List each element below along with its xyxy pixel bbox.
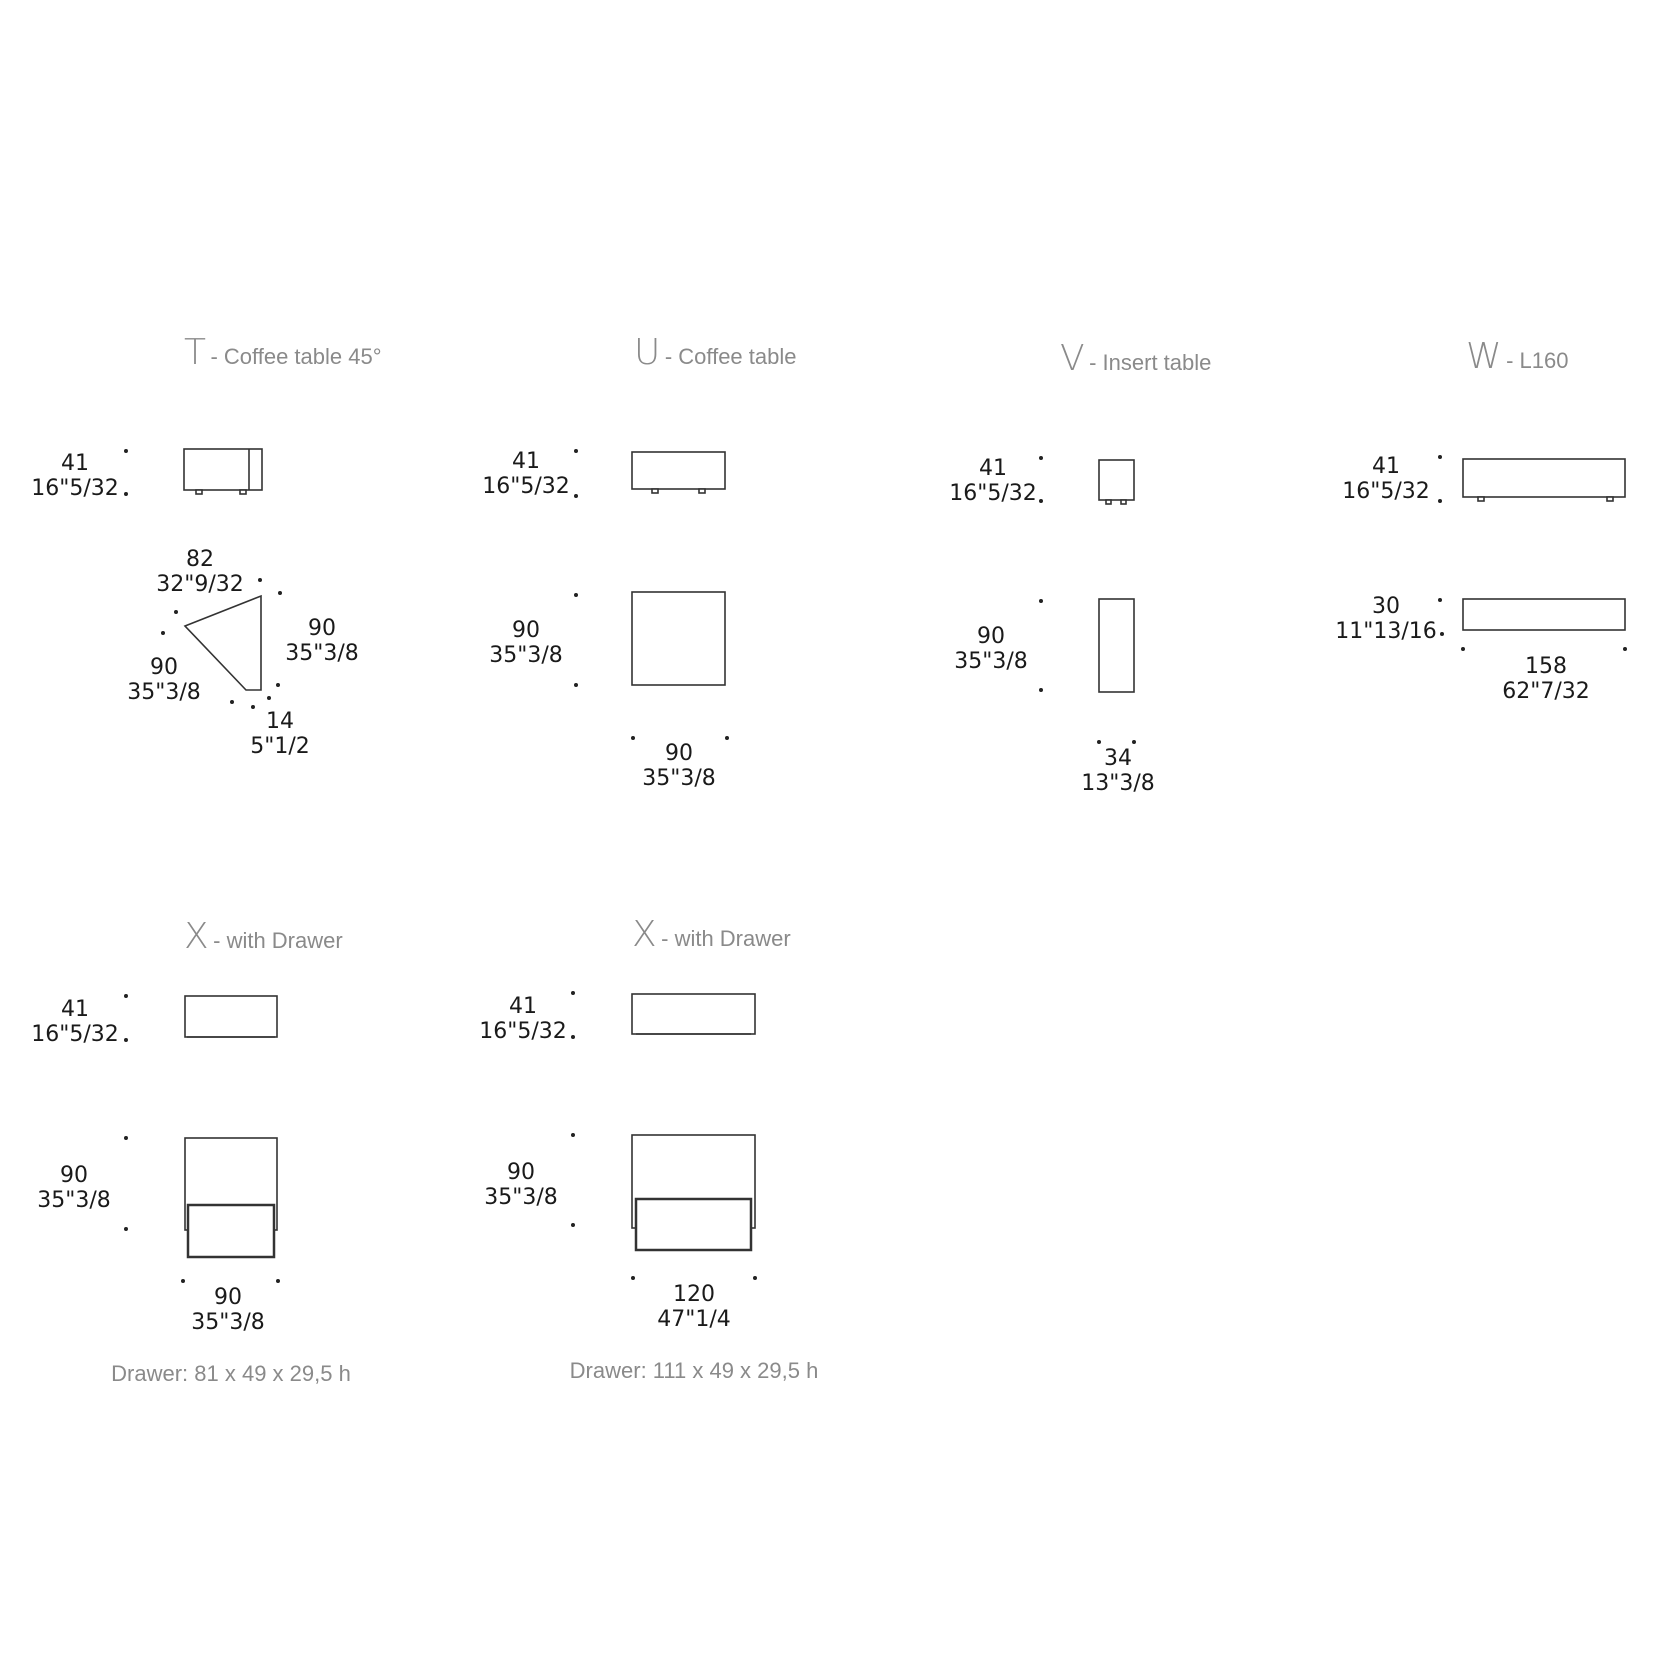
t-top-edge-in: 32"9/32: [156, 572, 244, 597]
w-elevation: [1462, 458, 1626, 502]
title-v: V - Insert table: [1060, 338, 1211, 379]
x1-height-label: 41 16"5/32: [31, 997, 119, 1047]
x1-height-in: 16"5/32: [31, 1022, 119, 1047]
v-elevation: [1098, 459, 1135, 505]
t-left-edge-label: 90 35"3/8: [127, 655, 201, 705]
title-x2-letter: X: [632, 914, 657, 955]
title-x1-name: - with Drawer: [213, 928, 343, 953]
t-height-cm: 41: [61, 451, 89, 476]
w-plan: [1462, 598, 1626, 631]
t-top-edge-label: 82 32"9/32: [156, 547, 244, 597]
u-plan: [631, 591, 726, 686]
t-tip-cm: 14: [266, 709, 294, 734]
x1-width-label: 90 35"3/8: [191, 1285, 265, 1335]
t-tip-label: 14 5"1/2: [250, 709, 310, 759]
w-depth-label: 30 11"13/16: [1335, 594, 1437, 644]
u-width-in: 35"3/8: [642, 766, 716, 791]
x2-plan: [631, 1134, 756, 1252]
x1-depth-label: 90 35"3/8: [37, 1163, 111, 1213]
w-width-cm: 158: [1525, 654, 1567, 679]
x2-drawer-note: Drawer: 111 x 49 x 29,5 h: [569, 1358, 819, 1383]
u-depth-label: 90 35"3/8: [489, 618, 563, 668]
title-t-letter: T: [184, 332, 206, 373]
w-depth-cm: 30: [1371, 594, 1400, 619]
title-x2-name: - with Drawer: [661, 926, 791, 951]
u-height-in: 16"5/32: [482, 474, 570, 499]
title-w-name: - L160: [1506, 348, 1569, 373]
w-height-in: 16"5/32: [1342, 479, 1430, 504]
v-depth-in: 35"3/8: [954, 649, 1028, 674]
t-elevation: [183, 448, 263, 495]
t-tip-in: 5"1/2: [250, 734, 310, 759]
v-depth-label: 90 35"3/8: [954, 624, 1028, 674]
x1-height-cm: 41: [61, 997, 89, 1022]
x1-depth-in: 35"3/8: [37, 1188, 111, 1213]
x1-width-in: 35"3/8: [191, 1310, 265, 1335]
v-height-cm: 41: [979, 456, 1007, 481]
x1-elevation: [184, 995, 278, 1038]
v-width-cm: 34: [1104, 746, 1132, 771]
title-u-name: - Coffee table: [664, 344, 797, 369]
x2-depth-in: 35"3/8: [484, 1185, 558, 1210]
u-width-label: 90 35"3/8: [642, 741, 716, 791]
title-v-letter: V: [1060, 338, 1085, 379]
w-height-label: 41 16"5/32: [1342, 454, 1430, 504]
v-height-label: 41 16"5/32: [949, 456, 1037, 506]
t-right-edge-in: 35"3/8: [285, 641, 359, 666]
title-v-name: - Insert table: [1089, 350, 1212, 375]
w-width-in: 62"7/32: [1502, 679, 1590, 704]
title-w-letter: W: [1466, 336, 1502, 377]
t-right-edge-label: 90 35"3/8: [285, 616, 359, 666]
u-depth-in: 35"3/8: [489, 643, 563, 668]
u-elevation: [631, 451, 726, 494]
title-x1: X - with Drawer: [184, 916, 343, 957]
x1-drawer-note: Drawer: 81 x 49 x 29,5 h: [111, 1361, 351, 1386]
dimension-dots: [124, 449, 1627, 1283]
x2-height-cm: 41: [509, 994, 537, 1019]
t-left-edge-in: 35"3/8: [127, 680, 201, 705]
x2-height-in: 16"5/32: [479, 1019, 567, 1044]
t-top-edge-cm: 82: [186, 547, 214, 572]
x2-depth-cm: 90: [507, 1160, 535, 1185]
title-u: U - Coffee table: [634, 332, 797, 373]
v-width-in: 13"3/8: [1081, 771, 1155, 796]
v-width-label: 34 13"3/8: [1081, 746, 1155, 796]
title-w: W - L160: [1466, 336, 1568, 377]
x1-plan: [184, 1137, 278, 1259]
x2-width-in: 47"1/4: [657, 1307, 731, 1332]
u-width-cm: 90: [665, 741, 693, 766]
t-plan: [183, 594, 262, 691]
x2-depth-label: 90 35"3/8: [484, 1160, 558, 1210]
t-height-label: 41 16"5/32: [31, 451, 119, 501]
u-height-cm: 41: [512, 449, 540, 474]
w-height-cm: 41: [1372, 454, 1400, 479]
v-height-in: 16"5/32: [949, 481, 1037, 506]
title-x2: X - with Drawer: [632, 914, 791, 955]
x1-width-cm: 90: [214, 1285, 242, 1310]
title-x1-letter: X: [184, 916, 209, 957]
u-depth-cm: 90: [512, 618, 540, 643]
v-depth-cm: 90: [977, 624, 1005, 649]
w-depth-in: 11"13/16: [1335, 619, 1437, 644]
w-width-label: 158 62"7/32: [1502, 654, 1590, 704]
x2-height-label: 41 16"5/32: [479, 994, 567, 1044]
title-t-name: - Coffee table 45°: [210, 344, 382, 369]
x2-elevation: [631, 993, 756, 1035]
v-plan: [1098, 598, 1135, 693]
t-height-in: 16"5/32: [31, 476, 119, 501]
title-u-letter: U: [634, 332, 661, 373]
x2-width-label: 120 47"1/4: [657, 1282, 731, 1332]
x2-width-cm: 120: [673, 1282, 715, 1307]
title-t: T - Coffee table 45°: [184, 332, 382, 373]
t-right-edge-cm: 90: [308, 616, 336, 641]
t-left-edge-cm: 90: [150, 655, 178, 680]
u-height-label: 41 16"5/32: [482, 449, 570, 499]
x1-depth-cm: 90: [60, 1163, 88, 1188]
